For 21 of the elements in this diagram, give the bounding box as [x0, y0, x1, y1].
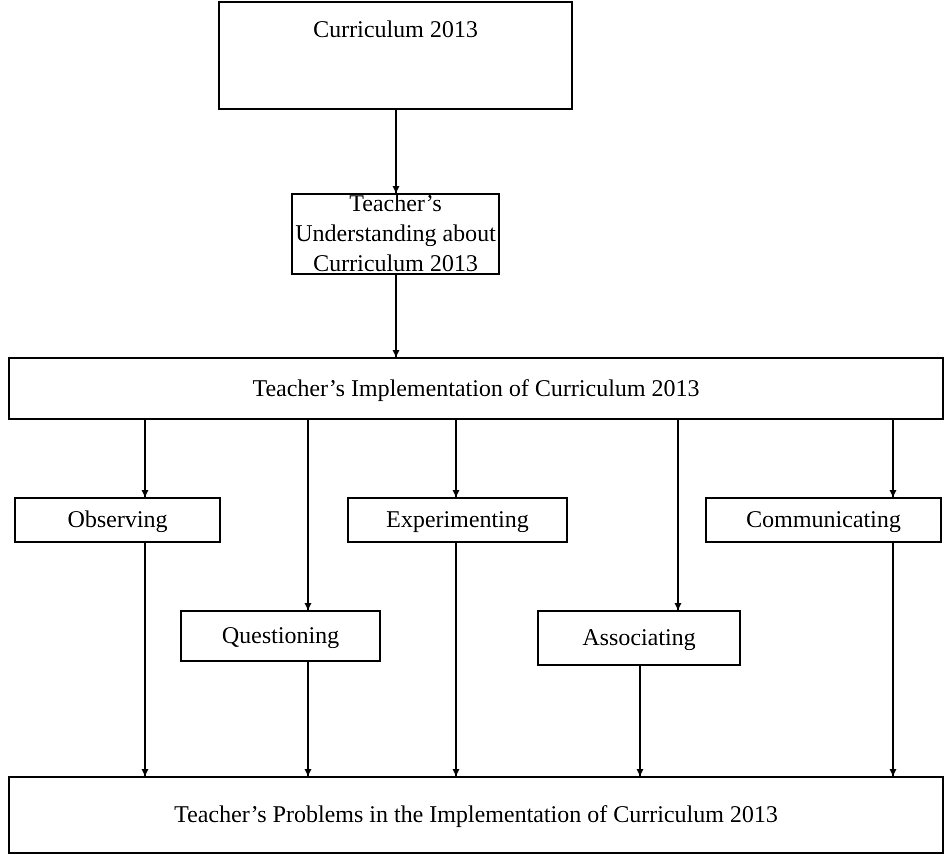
arrow — [674, 420, 682, 610]
process-box: Curriculum 2013 — [218, 1, 573, 110]
process-box: Experimenting — [347, 497, 568, 543]
arrow — [452, 420, 460, 497]
process-box: Associating — [537, 610, 741, 666]
arrow — [890, 543, 896, 776]
arrow — [304, 662, 312, 776]
process-box: Teacher’s Problems in the Implementation of Curriculum 2013 — [8, 776, 944, 854]
process-box: Teacher’s Understanding about Curriculum 2013 — [291, 193, 500, 275]
arrow — [890, 420, 896, 497]
process-box: Teacher’s Implementation of Curriculum 2013 — [8, 357, 944, 420]
process-box: Questioning — [180, 610, 381, 662]
process-box: Communicating — [705, 497, 942, 543]
arrow — [142, 420, 148, 497]
arrow — [452, 543, 460, 776]
arrow — [392, 275, 400, 357]
arrow — [142, 543, 148, 776]
arrow — [304, 420, 312, 610]
arrow — [636, 666, 644, 776]
process-box: Observing — [14, 497, 221, 543]
arrow — [392, 110, 400, 193]
